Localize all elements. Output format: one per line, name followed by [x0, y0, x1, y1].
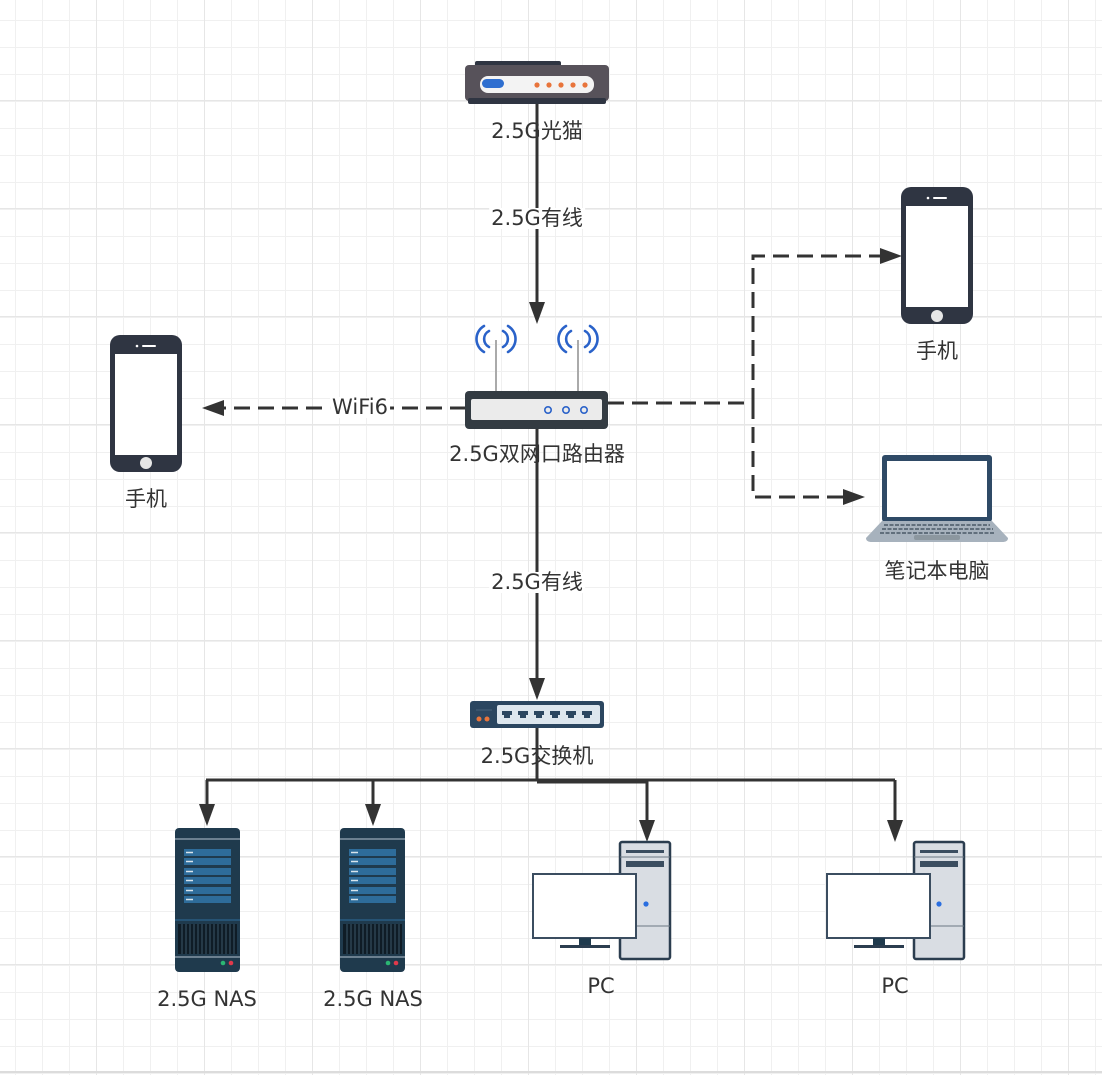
arrowhead	[529, 302, 545, 324]
edge-modem-to-router[interactable]	[529, 103, 545, 324]
phone-left-label: 手机	[125, 487, 167, 511]
edge-label-modem-router: 2.5G有线	[489, 206, 585, 230]
pc1-label: PC	[587, 974, 615, 998]
edge-label-router-switch: 2.5G有线	[489, 570, 585, 594]
keyboard-keys	[880, 524, 995, 534]
edge-router-to-phone-right[interactable]	[608, 248, 902, 405]
arrowhead	[639, 820, 655, 842]
laptop-label: 笔记本电脑	[884, 559, 990, 583]
edge-switch-to-nas1[interactable]	[199, 780, 215, 826]
arrowhead	[199, 804, 215, 826]
wifi-signal-icon	[475, 324, 517, 354]
edge-switch-to-nas2[interactable]	[365, 780, 381, 826]
smartphone-icon-left[interactable]	[110, 335, 182, 472]
router-label: 2.5G双网口路由器	[449, 442, 625, 466]
edge-switch-bus	[206, 727, 895, 784]
desktop-pc-icon-2[interactable]	[826, 840, 966, 961]
edge-switch-to-pc1[interactable]	[639, 780, 655, 842]
optical-modem-icon[interactable]	[465, 61, 609, 104]
edge-switch-to-pc2[interactable]	[887, 780, 903, 842]
server-tower-icon-nas1[interactable]	[175, 828, 240, 972]
server-tower-icon-nas2[interactable]	[340, 828, 405, 972]
arrowhead	[529, 678, 545, 700]
edge-router-to-switch[interactable]	[529, 428, 545, 700]
nas2-label: 2.5G NAS	[323, 987, 423, 1011]
wifi-router-icon[interactable]	[465, 324, 608, 429]
ethernet-ports	[502, 711, 592, 718]
edge-label-wifi: WiFi6	[330, 395, 390, 419]
wifi-signal-icon	[557, 324, 599, 354]
arrowhead	[202, 400, 224, 416]
switch-label: 2.5G交换机	[480, 744, 594, 768]
canvas-bottom-border	[0, 1071, 1102, 1073]
arrowhead	[365, 804, 381, 826]
arrowhead	[880, 248, 902, 264]
arrowhead	[887, 820, 903, 842]
laptop-icon[interactable]	[866, 455, 1008, 542]
desktop-pc-icon-1[interactable]	[532, 840, 672, 961]
modem-label: 2.5G光猫	[491, 119, 583, 143]
nas1-label: 2.5G NAS	[157, 987, 257, 1011]
network-switch-icon[interactable]	[470, 701, 604, 728]
arrowhead	[843, 489, 865, 505]
edge-router-to-laptop[interactable]	[751, 403, 865, 505]
phone-right-label: 手机	[916, 339, 958, 363]
smartphone-icon-right[interactable]	[901, 187, 973, 324]
pc2-label: PC	[881, 974, 909, 998]
